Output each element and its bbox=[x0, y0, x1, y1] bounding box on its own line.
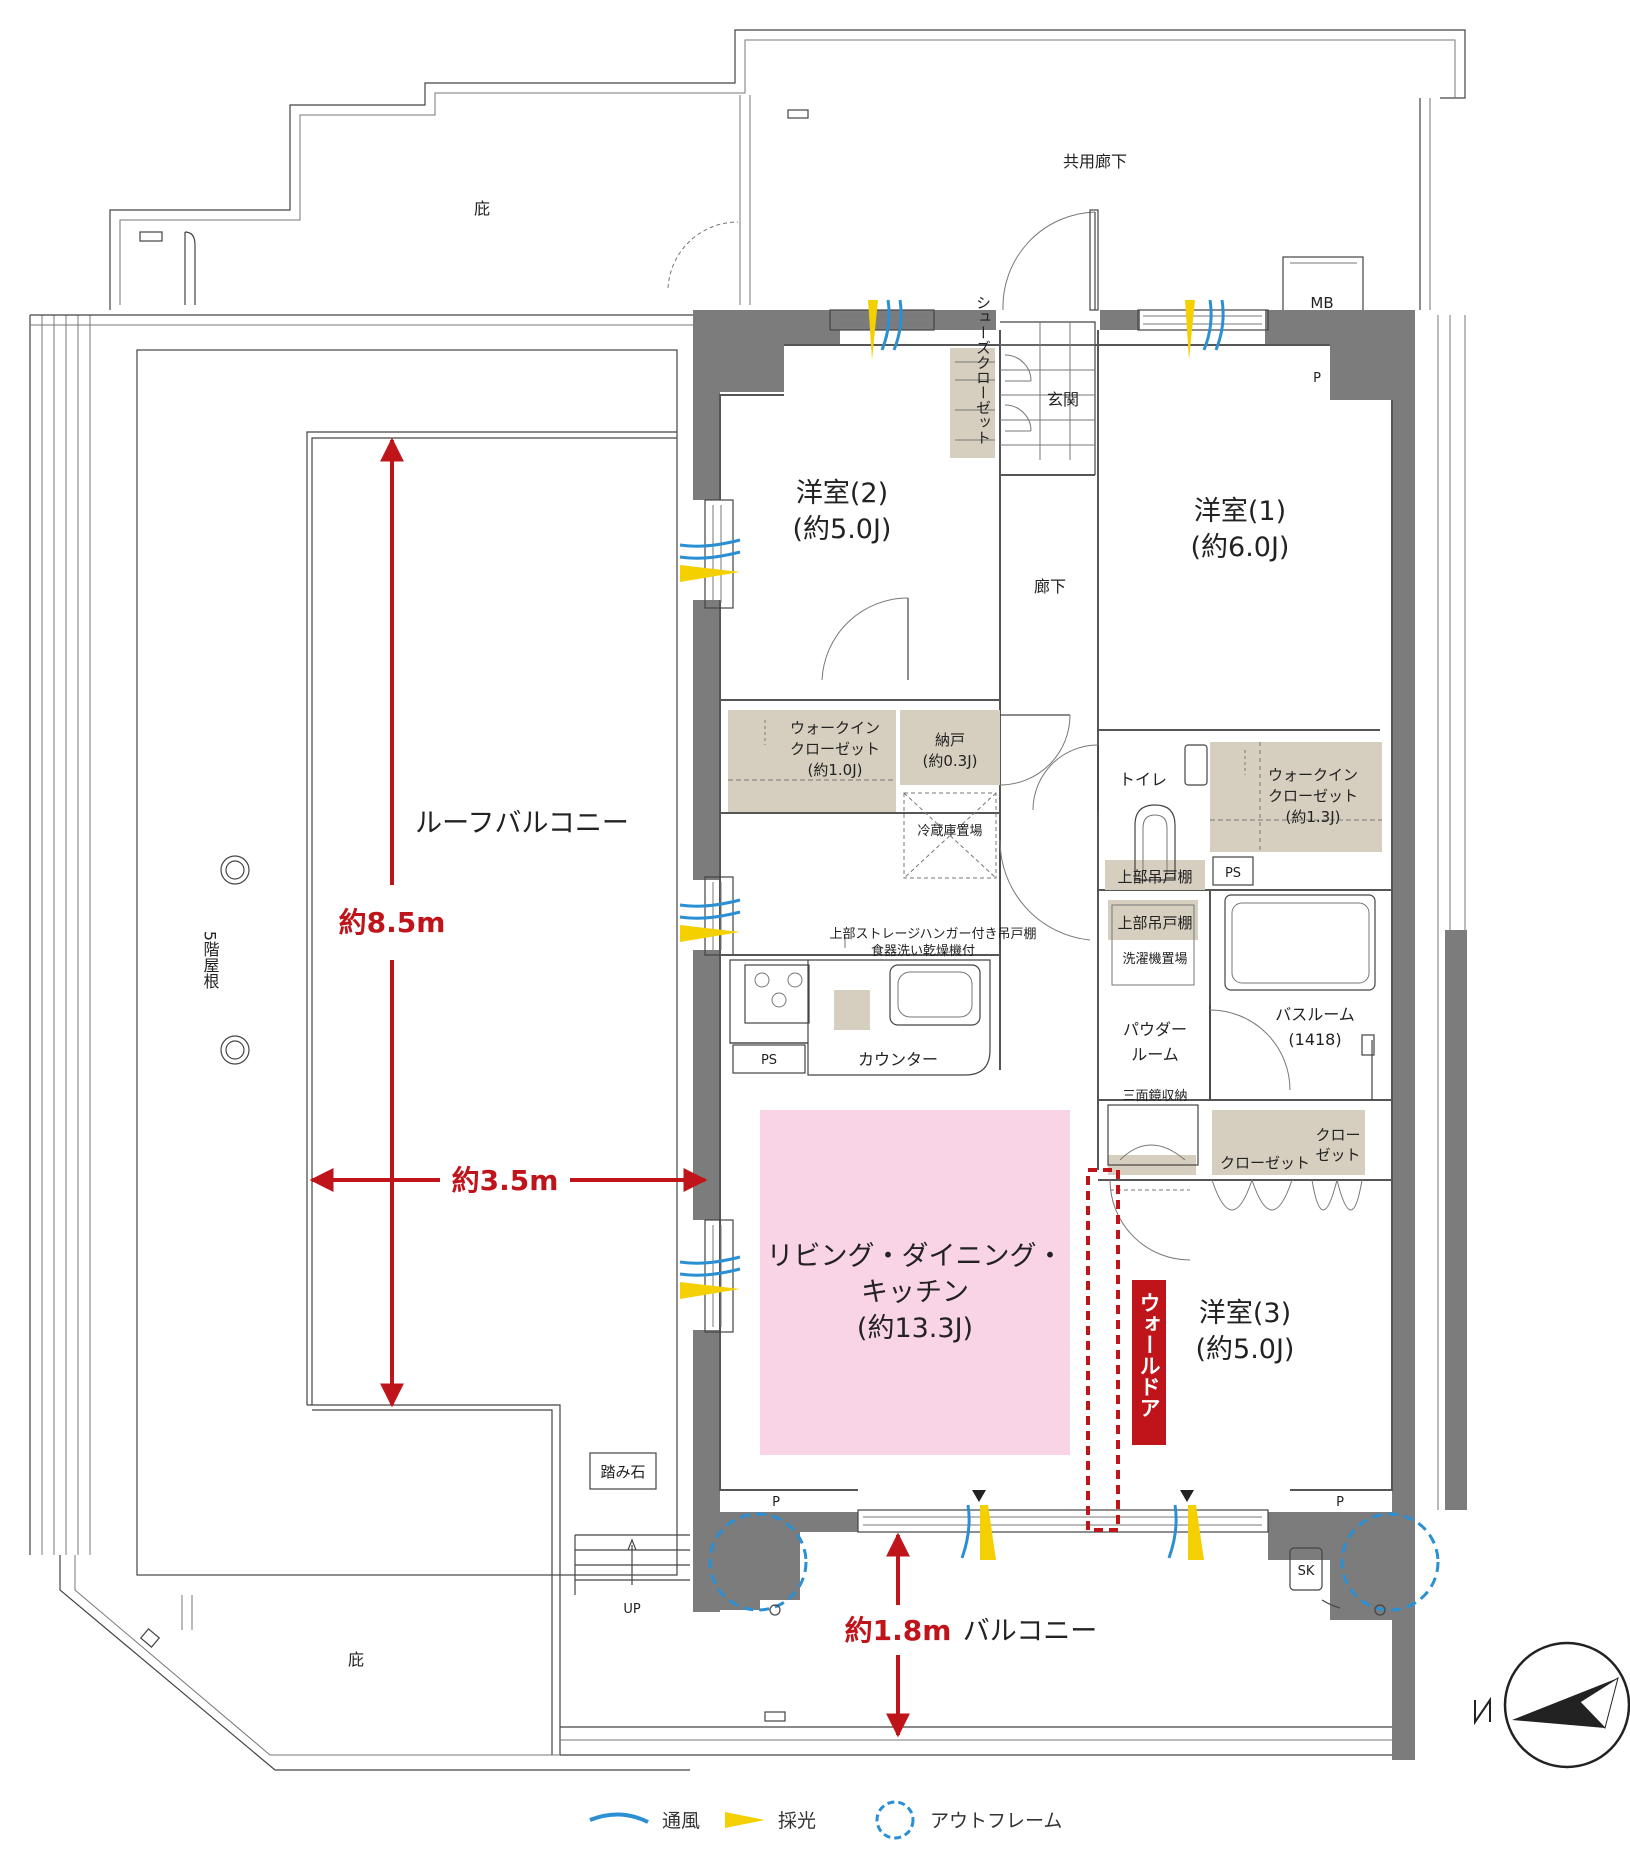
upper-eaves-outline bbox=[109, 29, 1466, 310]
fridge-area bbox=[903, 792, 997, 879]
wind-legend-icon bbox=[589, 1812, 649, 1824]
mb-label: MB bbox=[1310, 294, 1333, 312]
powder-label-1: パウダー bbox=[1123, 1020, 1187, 1039]
wall-door-label-bg bbox=[1132, 1280, 1166, 1445]
toilet-fixture bbox=[1134, 744, 1208, 881]
p-label-3: P bbox=[1336, 1495, 1344, 1510]
wic2-name: ウォークイン bbox=[1268, 766, 1358, 784]
wic1-name: ウォークイン bbox=[790, 719, 880, 737]
outframe-legend-icon bbox=[875, 1800, 915, 1840]
balcony-outline bbox=[560, 1547, 1392, 1756]
hisashi-bottom-label: 庇 bbox=[348, 1650, 364, 1669]
laundry-fixture bbox=[1111, 904, 1195, 986]
top-windows bbox=[829, 309, 1269, 331]
western1-size: (約6.0J) bbox=[1191, 532, 1290, 563]
exterior-walls bbox=[693, 310, 1415, 1760]
bath-name: バスルーム bbox=[1275, 1005, 1355, 1024]
storage-fills bbox=[728, 348, 1382, 1175]
outframe-circle-left bbox=[708, 1512, 808, 1612]
toilet-label: トイレ bbox=[1119, 770, 1167, 789]
mirror-label: 三面鏡収納 bbox=[1122, 1089, 1187, 1104]
left-windows bbox=[704, 499, 734, 1333]
dimension-arrows bbox=[309, 437, 910, 1738]
wic2-size: (約1.3J) bbox=[1286, 808, 1341, 826]
western1-name: 洋室(1) bbox=[1194, 496, 1286, 527]
bath-size: (1418) bbox=[1288, 1030, 1341, 1049]
legend-light-label: 採光 bbox=[778, 1810, 816, 1832]
roof-5f-label: 5階屋根 bbox=[201, 931, 220, 989]
sk-label: SK bbox=[1298, 1564, 1315, 1579]
entrance bbox=[667, 209, 1099, 475]
balcony-label: バルコニー bbox=[963, 1616, 1097, 1647]
legend bbox=[589, 1800, 915, 1840]
closet-doors bbox=[1211, 1178, 1363, 1211]
wind-light-symbols bbox=[679, 299, 1225, 1560]
rouka-label: 廊下 bbox=[1034, 577, 1066, 596]
nando-name: 納戸 bbox=[935, 731, 965, 749]
room-doors bbox=[821, 597, 1291, 1261]
bath-fixture bbox=[1224, 894, 1376, 1100]
upper-cabinet-label-2: 上部吊戸棚 bbox=[1117, 914, 1192, 932]
wic1-name2: クローゼット bbox=[790, 740, 880, 758]
dimension-balcony: 約1.8m bbox=[845, 1614, 952, 1647]
laundry-label: 洗濯機置場 bbox=[1122, 952, 1187, 967]
upper-cabinet-label-1: 上部吊戸棚 bbox=[1117, 868, 1192, 886]
outframe-circle-right bbox=[1340, 1512, 1440, 1612]
western3-name: 洋室(3) bbox=[1199, 1298, 1291, 1329]
storage-lines bbox=[728, 354, 1382, 852]
ps-label-b: PS bbox=[761, 1053, 777, 1068]
closet-b-label-1: クロー bbox=[1315, 1126, 1360, 1144]
ldk-name-1: リビング・ダイニング・ bbox=[767, 1241, 1064, 1272]
light-legend-icon bbox=[725, 1812, 765, 1828]
nando-size: (約0.3J) bbox=[923, 752, 978, 770]
dimension-width: 約3.5m bbox=[452, 1164, 559, 1197]
step-stone-label: 踏み石 bbox=[600, 1463, 645, 1481]
fridge-label: 冷蔵庫置場 bbox=[917, 824, 982, 839]
western2-size: (約5.0J) bbox=[793, 514, 892, 545]
corridor-area bbox=[1282, 256, 1467, 1510]
shoe-closet-label: シューズクローゼット bbox=[974, 295, 992, 445]
genkan-label: 玄関 bbox=[1047, 390, 1079, 409]
bottom-sash bbox=[857, 1509, 1269, 1533]
p-label-2: P bbox=[772, 1495, 780, 1510]
closet-b-label-2: ゼット bbox=[1315, 1146, 1360, 1164]
hisashi-top-label: 庇 bbox=[474, 199, 490, 218]
ldk-name-2: キッチン bbox=[861, 1277, 969, 1308]
counter-label: カウンター bbox=[858, 1050, 938, 1069]
wic1-size: (約1.0J) bbox=[808, 761, 863, 779]
ldk-size: (約13.3J) bbox=[857, 1313, 973, 1344]
ldk-area bbox=[760, 1110, 1070, 1455]
storage-note-2: 食器洗い乾燥機付 bbox=[871, 943, 975, 959]
vanity-fixture bbox=[1107, 1104, 1199, 1166]
western2-name: 洋室(2) bbox=[796, 478, 888, 509]
ps-label-a: PS bbox=[1225, 866, 1241, 881]
kitchen-fixture bbox=[729, 935, 991, 1076]
legend-outframe-label: アウトフレーム bbox=[930, 1810, 1062, 1832]
powder-label-2: ルーム bbox=[1131, 1045, 1179, 1064]
western3-size: (約5.0J) bbox=[1196, 1334, 1295, 1365]
wic2-name2: クローゼット bbox=[1268, 787, 1358, 805]
up-label: UP bbox=[623, 1602, 641, 1617]
common-corridor-label: 共用廊下 bbox=[1063, 152, 1127, 171]
storage-note-1: 上部ストレージハンガー付き吊戸棚 bbox=[830, 927, 1037, 942]
compass-icon bbox=[1474, 1641, 1630, 1769]
wall-door-marker bbox=[1086, 1168, 1120, 1532]
wall-door-label: ウォールドア bbox=[1137, 1292, 1161, 1418]
closet-a-label: クローゼット bbox=[1220, 1154, 1310, 1172]
roof-balcony-outline bbox=[29, 314, 695, 1771]
interior-outline bbox=[719, 344, 1393, 1491]
p-label-1: P bbox=[1313, 371, 1321, 386]
roof-balcony-label: ルーフバルコニー bbox=[415, 808, 629, 839]
dimension-length: 約8.5m bbox=[339, 906, 446, 939]
legend-wind-label: 通風 bbox=[662, 1810, 700, 1832]
